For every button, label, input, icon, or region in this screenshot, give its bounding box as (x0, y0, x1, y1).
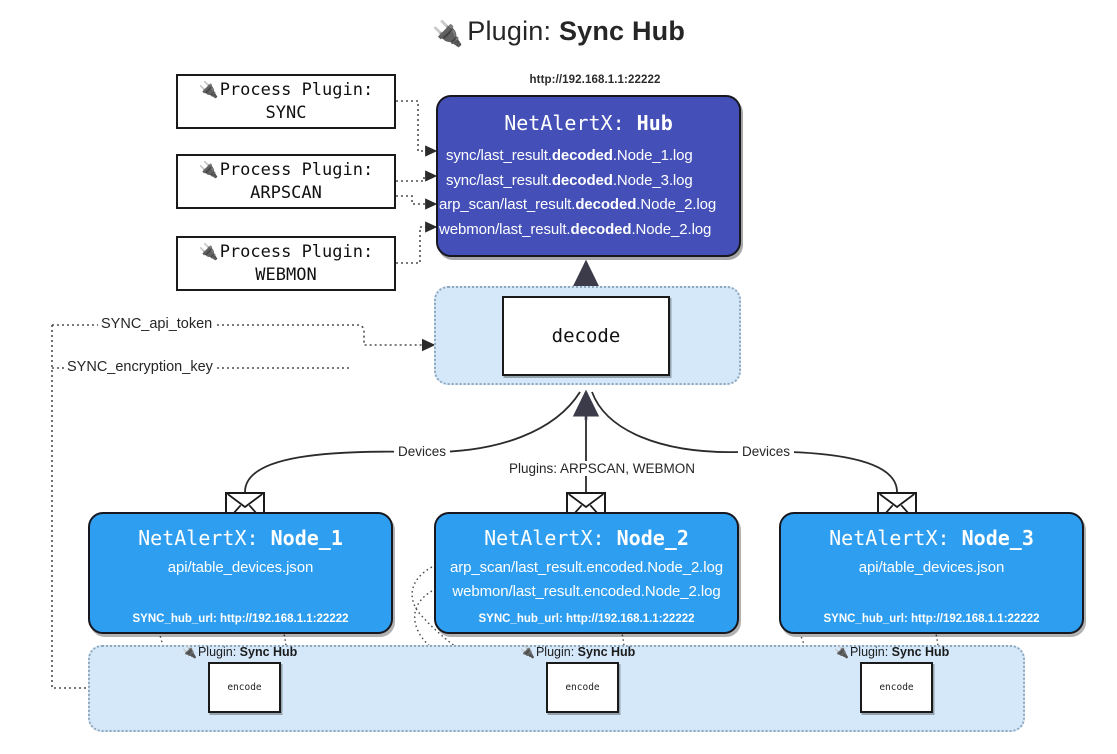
hub-log-row: sync/last_result.decoded.Node_1.log (446, 147, 693, 164)
process-plugin-value: SYNC (265, 102, 307, 123)
process-plugin-value: ARPSCAN (250, 182, 322, 203)
hub-title: NetAlertX: Hub (438, 111, 739, 135)
node-line: arp_scan/last_result.encoded.Node_2.log (450, 559, 723, 576)
node-line: webmon/last_result.encoded.Node_2.log (452, 583, 721, 600)
sync-api-token-label: SYNC_api_token (98, 316, 216, 332)
node-line: api/table_devices.json (167, 559, 314, 576)
process-plugin-sync[interactable]: 🔌Process Plugin: SYNC (176, 74, 396, 129)
node-title: NetAlertX: Node_1 (138, 526, 343, 550)
node-lines: api/table_devices.json (90, 556, 391, 580)
node-line: api/table_devices.json (858, 559, 1005, 576)
plug-icon: 🔌 (182, 645, 197, 659)
hub-title-prefix: NetAlertX: (504, 111, 625, 135)
node-box-node-2[interactable]: NetAlertX: Node_2 arp_scan/last_result.e… (434, 512, 739, 634)
encode-box-node-2[interactable]: encode (546, 662, 619, 713)
plug-icon: 🔌 (198, 241, 219, 261)
hub-log-row: webmon/last_result.decoded.Node_2.log (439, 220, 712, 238)
process-plugin-label: Process Plugin: (219, 159, 374, 180)
encode-plugin-label: 🔌Plugin: Sync Hub (182, 645, 298, 659)
process-plugin-arpscan[interactable]: 🔌Process Plugin: ARPSCAN (176, 154, 396, 209)
hub-node[interactable]: NetAlertX: Hub sync/last_result.decoded.… (436, 95, 741, 257)
plug-icon: 🔌 (431, 20, 464, 48)
encode-plugin-label: 🔌Plugin: Sync Hub (520, 645, 636, 659)
decode-box[interactable]: decode (502, 296, 670, 376)
process-plugin-label: Process Plugin: (219, 241, 374, 262)
plug-icon: 🔌 (198, 79, 219, 99)
node-title: NetAlertX: Node_2 (484, 526, 689, 550)
encode-plugin-label: 🔌Plugin: Sync Hub (834, 645, 950, 659)
node-hub-url: SYNC_hub_url: http://192.168.1.1:22222 (132, 613, 349, 625)
hub-url-label: http://192.168.1.1:22222 (529, 74, 661, 86)
plug-icon: 🔌 (198, 159, 219, 179)
edge-label-devices-right: Devices (738, 444, 795, 459)
node-hub-url: SYNC_hub_url: http://192.168.1.1:22222 (823, 613, 1040, 625)
hub-log-row: arp_scan/last_result.decoded.Node_2.log (439, 196, 717, 213)
node-title: NetAlertX: Node_3 (829, 526, 1034, 550)
sync-encryption-key-label: SYNC_encryption_key (64, 359, 216, 375)
plug-icon: 🔌 (520, 645, 535, 659)
node-box-node-3[interactable]: NetAlertX: Node_3 api/table_devices.json… (779, 512, 1084, 634)
process-plugin-webmon[interactable]: 🔌Process Plugin: WEBMON (176, 236, 396, 291)
node-lines: arp_scan/last_result.encoded.Node_2.log … (436, 556, 737, 604)
process-plugin-value: WEBMON (255, 264, 317, 285)
edge-label-devices-left: Devices (394, 444, 451, 459)
title-prefix: Plugin: (467, 16, 552, 46)
hub-log-list: sync/last_result.decoded.Node_1.log sync… (438, 144, 739, 242)
node-hub-url: SYNC_hub_url: http://192.168.1.1:22222 (478, 613, 695, 625)
hub-log-row: sync/last_result.decoded.Node_3.log (446, 171, 693, 189)
process-plugin-label: Process Plugin: (219, 79, 374, 100)
node-box-node-1[interactable]: NetAlertX: Node_1 api/table_devices.json… (88, 512, 393, 634)
hub-title-name: Hub (636, 111, 673, 135)
encode-box-node-3[interactable]: encode (860, 662, 933, 713)
title-name: Sync Hub (558, 16, 686, 46)
encode-box-node-1[interactable]: encode (208, 662, 281, 713)
page-title: 🔌Plugin: Sync Hub (0, 16, 1117, 48)
node-lines: api/table_devices.json (781, 556, 1082, 580)
plug-icon: 🔌 (834, 645, 849, 659)
edge-label-plugins: Plugins: ARPSCAN, WEBMON (505, 461, 700, 476)
